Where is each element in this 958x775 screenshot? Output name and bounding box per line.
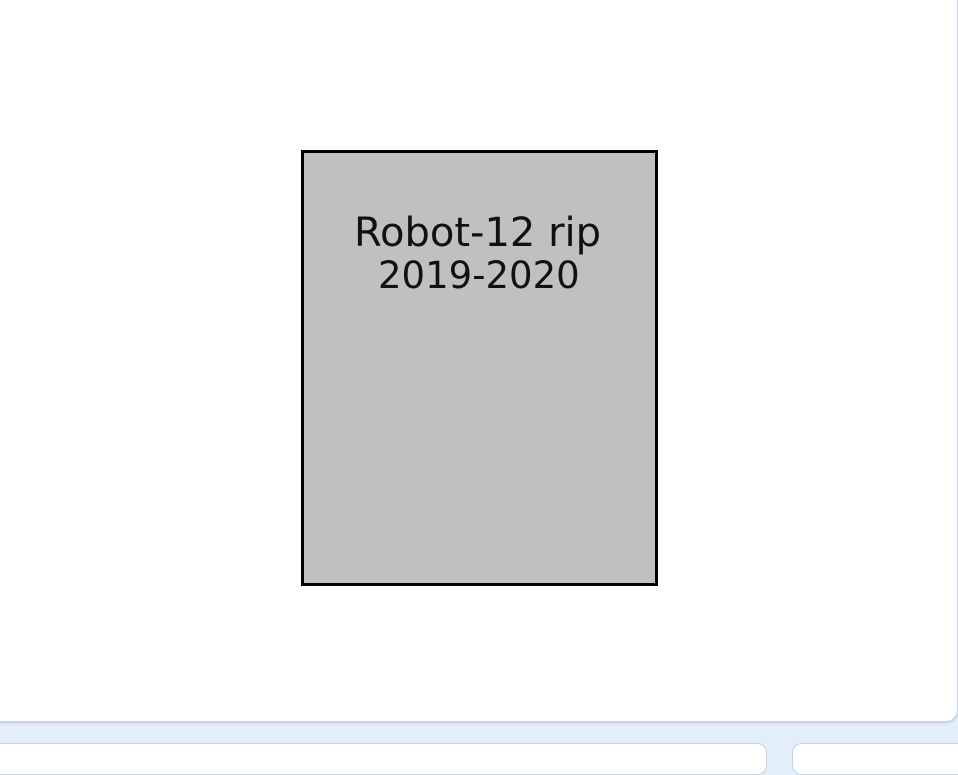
tombstone-text-line-1: Robot-12 rip — [354, 210, 602, 256]
tombstone-shape[interactable]: Robot-12 rip 2019-2020 — [301, 150, 658, 586]
drawing-canvas-panel: Robot-12 rip 2019-2020 — [0, 0, 958, 722]
bottom-action-panel[interactable] — [792, 743, 958, 775]
bottom-input-panel[interactable] — [0, 743, 767, 775]
tombstone-text-line-2: 2019-2020 — [378, 254, 580, 297]
